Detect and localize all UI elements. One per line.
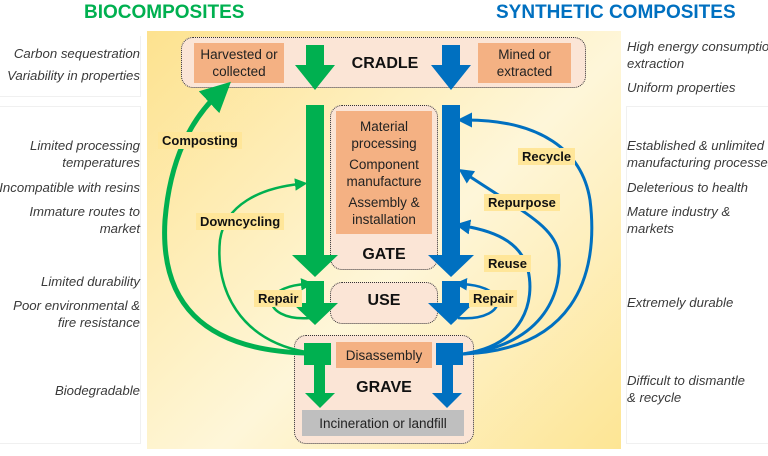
biocomposites-header: BIOCOMPOSITES	[84, 2, 245, 23]
syn-note-high-energy: High energy consumption at extraction	[627, 39, 768, 71]
gate-steps-box: Material processing Component manufactur…	[336, 111, 432, 234]
composting-loop-arrow	[162, 81, 307, 356]
bio-cradle-notes-panel	[0, 36, 141, 97]
bio-source-box: Harvested or collected	[194, 43, 284, 83]
bio-note-variability: Variability in properties	[7, 68, 140, 83]
bio-note-incompatible-resins: Incompatible with resins	[0, 180, 140, 195]
use-label: USE	[367, 292, 401, 309]
bio-gate-arrow	[292, 105, 338, 277]
repurpose-tag: Repurpose	[484, 194, 560, 211]
recycle-loop-arrow	[457, 112, 594, 356]
grave-label: GRAVE	[356, 379, 412, 396]
synthetic-composites-header: SYNTHETIC COMPOSITES	[496, 2, 736, 23]
bio-note-immature-routes: Immature routes to market	[29, 204, 140, 236]
syn-note-established-processes: Established & unlimited manufacturing pr…	[627, 138, 768, 170]
gate-step-component-manufacture: Component manufacture	[346, 156, 422, 189]
bio-note-processing-temps: Limited processing temperatures	[30, 138, 140, 170]
syn-note-deleterious-health: Deleterious to health	[627, 180, 748, 195]
cradle-label: CRADLE	[351, 55, 419, 72]
synthetic-lifecycle-notes-panel	[626, 106, 768, 444]
bio-grave-arrow	[304, 343, 335, 408]
bio-source-label: Harvested or collected	[200, 47, 278, 79]
syn-note-extremely-durable: Extremely durable	[627, 295, 734, 310]
disassembly-box: Disassembly	[336, 342, 432, 368]
downcycling-loop-arrow	[218, 178, 308, 354]
syn-gate-arrow	[428, 105, 474, 277]
bio-lifecycle-notes-panel	[0, 106, 141, 444]
syn-cradle-arrow	[431, 45, 471, 90]
bio-note-biodegradable: Biodegradable	[54, 383, 140, 398]
disassembly-label: Disassembly	[345, 347, 423, 363]
composting-tag: Composting	[158, 132, 242, 149]
use-stage-box	[330, 282, 438, 324]
reuse-tag: Reuse	[484, 255, 532, 272]
syn-note-uniform-properties: Uniform properties	[627, 80, 736, 95]
syn-note-mature-industry: Mature industry & markets	[627, 204, 731, 236]
gate-label: GATE	[362, 246, 406, 263]
recycle-tag: Recycle	[518, 148, 576, 165]
gate-step-material-processing: Material processing	[351, 118, 417, 151]
syn-note-difficult-dismantle: Difficult to dismantle & recycle	[627, 373, 745, 405]
bio-note-limited-durability: Limited durability	[41, 274, 140, 289]
bio-cradle-arrow	[295, 45, 335, 90]
syn-grave-arrow	[432, 343, 463, 408]
bio-note-poor-resistance: Poor environmental & fire resistance	[13, 298, 140, 330]
synthetic-source-label: Mined or extracted	[496, 47, 553, 79]
gate-step-assembly-installation: Assembly & installation	[348, 194, 420, 227]
bio-repair-tag: Repair	[254, 290, 303, 307]
synthetic-source-box: Mined or extracted	[478, 43, 571, 83]
downcycling-tag: Downcycling	[196, 213, 285, 230]
bio-note-carbon-sequestration: Carbon sequestration	[13, 46, 140, 61]
incineration-landfill-label: Incineration or landfill	[319, 415, 447, 431]
syn-repair-tag: Repair	[469, 290, 518, 307]
incineration-landfill-box: Incineration or landfill	[302, 410, 464, 436]
synthetic-cradle-notes-panel	[626, 36, 768, 96]
